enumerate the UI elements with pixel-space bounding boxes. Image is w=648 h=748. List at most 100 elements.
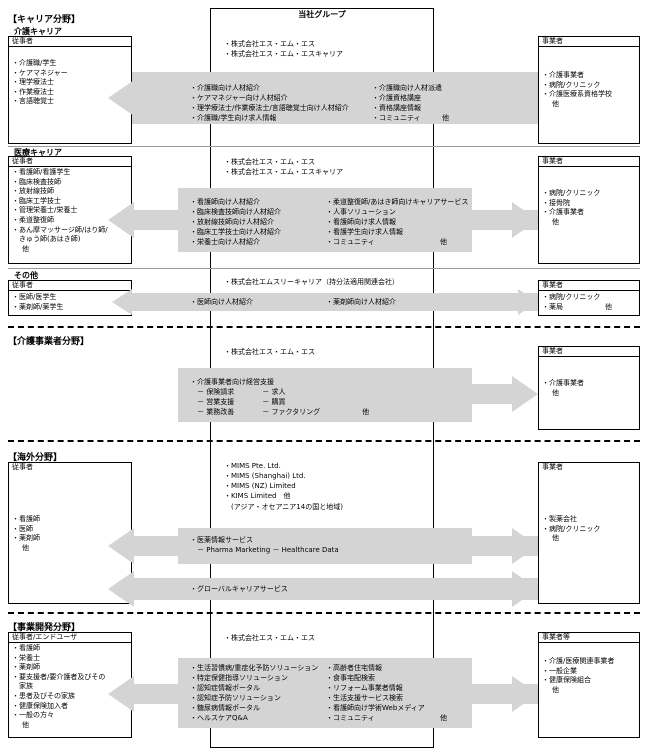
- list-item: ・介護職/学生: [12, 59, 57, 67]
- company-name: ・MIMS (Shanghai) Ltd.: [224, 472, 306, 480]
- kaihatsu-business-box: 事業者等 ・介護/医療関連事業者 ・一般企業 ・健康保険組合 他: [538, 632, 640, 738]
- other-career-business-box: 事業者 ・病院/クリニック ・薬局 他: [538, 280, 640, 316]
- kaigo-career-business-box: 事業者 ・介護事業者 ・病院/クリニック ・介護医療系資格学校 他: [538, 36, 640, 144]
- service-item: ・介護事業者向け経営支援: [190, 378, 274, 386]
- arrow-shaft: [132, 293, 538, 311]
- service-item: ・介護職向け人材紹介: [190, 84, 260, 92]
- service-item: ・コミュニティ: [372, 114, 421, 122]
- service-item: ・看護師向け人材紹介: [190, 198, 260, 206]
- list-item: ・柔道整復師: [12, 215, 54, 224]
- service-item: ・グローバルキャリアサービス: [190, 585, 288, 593]
- iryo-career-business-box: 事業者 ・病院/クリニック ・接骨院 ・介護事業者 他: [538, 156, 640, 264]
- company-name: ・株式会社エス・エム・エス: [224, 158, 315, 166]
- list-item: ・看護師: [12, 515, 40, 523]
- list-item: ・病院/クリニック: [542, 293, 601, 301]
- list-item: 他: [552, 217, 559, 226]
- list-item: ・介護医療系資格学校: [542, 90, 612, 99]
- other-career-workers-box: 従事者 ・医師/医学生 ・薬剤師/薬学生: [8, 280, 132, 316]
- arrow-left-icon: [112, 289, 132, 315]
- service-item: ・食事宅配検索: [326, 674, 375, 682]
- list-item: ・薬局 他: [542, 302, 612, 311]
- box-head: 事業者: [539, 157, 639, 167]
- career-section-title: 【キャリア分野】: [8, 15, 81, 25]
- service-item: ・コミュニティ: [326, 238, 375, 246]
- box-head: 事業者: [539, 347, 639, 357]
- arrow-right-icon: [512, 376, 538, 412]
- box-head: 事業者: [542, 463, 563, 471]
- list-item: ・介護/医療関連事業者: [542, 657, 615, 665]
- list-item: ・病院/クリニック: [542, 524, 601, 533]
- list-item: ・看護師/看護学生: [12, 168, 71, 176]
- arrow-left-icon: [108, 571, 134, 607]
- list-item: ・作業療法士: [12, 87, 54, 96]
- arrow-right-icon: [512, 202, 538, 238]
- list-item: ・栄養士: [12, 653, 40, 662]
- kaigo-jigyo-business-box: 事業者 ・介護事業者 他: [538, 346, 640, 430]
- service-item: ・看護師向け求人情報: [326, 218, 396, 226]
- arrow-shaft: [132, 578, 538, 600]
- service-item: ・認知症予防ソリューション: [190, 694, 281, 702]
- other-career-title: その他: [14, 271, 38, 280]
- box-head: 事業者: [539, 281, 639, 291]
- company-name: ・株式会社エス・エム・エス: [224, 40, 315, 48]
- list-item: ・薬剤師/薬学生: [12, 302, 64, 311]
- service-item: ・理学療法士/作業療法士/言語聴覚士向け人材紹介: [190, 104, 349, 112]
- service-item: ・高齢者住宅情報: [326, 664, 382, 672]
- etc-label: 他: [440, 714, 447, 722]
- arrow-left-icon: [108, 676, 134, 712]
- arrow-left-icon: [108, 80, 134, 116]
- etc-label: 他: [442, 114, 449, 122]
- list-item: 他: [552, 685, 559, 694]
- list-item: ・接骨院: [542, 198, 570, 207]
- box-head: 従事者: [9, 281, 131, 291]
- list-item: ・管理栄養士/栄養士: [12, 206, 78, 215]
- list-item: ・放射線技師: [12, 187, 54, 196]
- arrow-right-icon: [512, 676, 538, 712]
- box-head: 従事者/エンドユーザ: [9, 633, 131, 643]
- box-head: 従事者: [12, 463, 33, 471]
- service-item: ・生活習慣病/重症化予防ソリューション: [190, 664, 319, 672]
- arrow-left-icon: [108, 202, 134, 238]
- service-item: ・介護資格講座: [372, 94, 421, 102]
- arrow-left-icon: [108, 528, 134, 564]
- service-item: ・特定保健指導ソリューション: [190, 674, 288, 682]
- service-item: ・放射線技師向け人材紹介: [190, 218, 274, 226]
- section-divider: [8, 612, 640, 614]
- service-item: － 営業支援 － 購買: [190, 398, 286, 406]
- service-item: ・介護職/学生向け求人情報: [190, 114, 277, 122]
- kaigo-career-title: 介護キャリア: [14, 27, 62, 36]
- divider: [8, 146, 640, 147]
- service-item: ・臨床工学技士向け人材紹介: [190, 228, 281, 236]
- box-head: 従事者: [9, 37, 131, 47]
- list-item: ・臨床検査技師: [12, 177, 61, 186]
- list-item: ・一般の方々: [12, 711, 54, 720]
- list-item: 家族: [12, 682, 33, 691]
- service-band: [178, 368, 472, 422]
- service-item: ・薬剤師向け人材紹介: [326, 298, 396, 306]
- list-item: ・一般企業: [542, 666, 577, 675]
- service-item: ・介護職向け人材派遣: [372, 84, 442, 92]
- list-item: 他: [22, 543, 29, 552]
- service-item: ・看護師向け学術Webメディア: [326, 704, 425, 712]
- list-item: きゅう師(あはき師): [12, 235, 81, 244]
- service-item: － 保険請求 － 求人: [190, 388, 286, 396]
- arrow-shaft: [132, 684, 538, 704]
- list-item: ・理学療法士: [12, 78, 54, 87]
- kaihatsu-section-title: 【事業開発分野】: [8, 623, 81, 633]
- arrow-right-icon: [518, 289, 538, 315]
- service-item: － Pharma Marketing － Healthcare Data: [190, 546, 339, 554]
- box-head: 事業者等: [539, 633, 639, 643]
- service-item: ・柔道整復師/あはき師向けキャリアサービス: [326, 198, 469, 206]
- arrow-shaft: [132, 210, 538, 230]
- service-item: ・ケアマネジャー向け人材紹介: [190, 94, 288, 102]
- arrow-shaft: [132, 536, 538, 556]
- list-item: ・薬剤師: [12, 534, 40, 543]
- service-item: ・医師向け人材紹介: [190, 298, 253, 306]
- company-name: ・株式会社エス・エム・エス: [224, 634, 315, 642]
- service-item: ・栄養士向け人材紹介: [190, 238, 260, 246]
- service-item: ・資格講座情報: [372, 104, 421, 112]
- company-name: ・株式会社エス・エム・エスキャリア: [224, 168, 343, 176]
- list-item: ・製薬会社: [542, 515, 577, 523]
- list-item: 他: [552, 99, 559, 108]
- service-item: － 業務改善 － ファクタリング 他: [190, 408, 370, 416]
